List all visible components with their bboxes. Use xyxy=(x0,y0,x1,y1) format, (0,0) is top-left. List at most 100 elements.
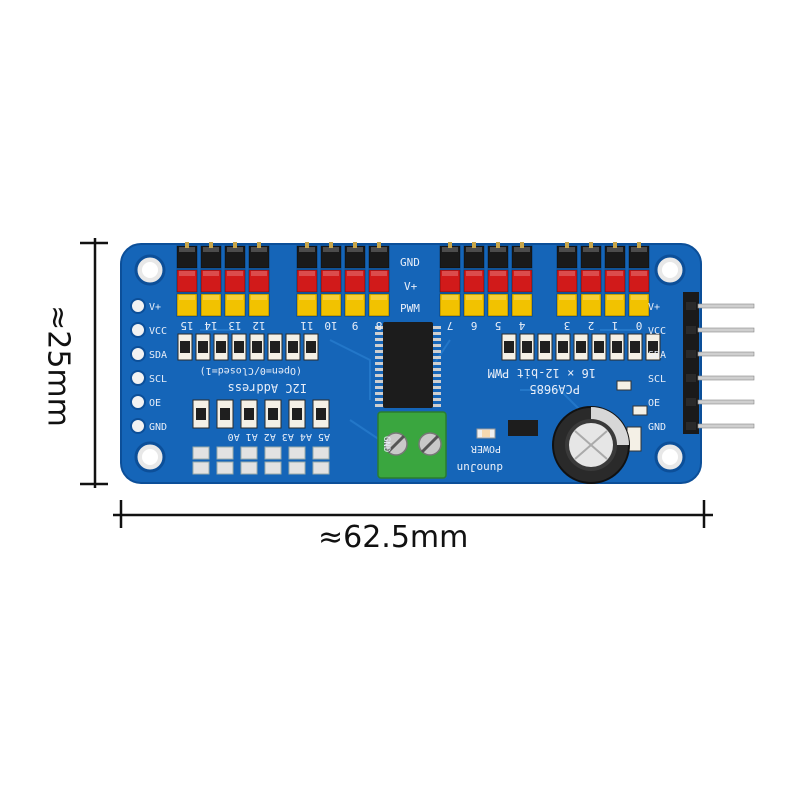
channel-label: 4 xyxy=(518,319,525,332)
header-pin xyxy=(628,242,650,269)
jumper-pad xyxy=(192,446,210,475)
header-pin xyxy=(368,269,390,293)
header-pin xyxy=(556,293,578,317)
channel-label: 2 xyxy=(588,319,595,332)
header-label-vplus: V+ xyxy=(404,280,418,293)
right-pin-label: VCC xyxy=(648,326,666,337)
header-pin xyxy=(224,269,246,293)
smd-resistor xyxy=(177,333,193,361)
channel-label: 1 xyxy=(612,319,619,332)
left-pin-label: SDA xyxy=(149,350,167,361)
i2c-address-note: (Open=0/Closed=1) xyxy=(200,365,302,376)
header-pin xyxy=(248,293,270,317)
header-pin xyxy=(439,293,461,317)
header-pin xyxy=(487,269,509,293)
header-pin xyxy=(556,269,578,293)
right-pin-label: GND xyxy=(648,422,666,433)
header-pin xyxy=(344,242,366,269)
header-pin xyxy=(320,242,342,269)
right-pin-label: SCL xyxy=(648,374,666,385)
header-pin xyxy=(176,269,198,293)
header-pin xyxy=(463,269,485,293)
header-pin xyxy=(320,293,342,317)
electrolytic-capacitor xyxy=(552,406,630,484)
address-jumper-pads xyxy=(192,446,330,475)
left-pin-label: V+ xyxy=(149,302,161,313)
header-pin xyxy=(556,242,578,269)
smd-resistor xyxy=(264,399,282,429)
smd-component xyxy=(508,420,538,436)
terminal-gnd-label: GND xyxy=(381,436,391,452)
header-pin xyxy=(296,242,318,269)
jumper-pad xyxy=(264,446,282,475)
header-pin xyxy=(200,242,222,269)
smd-resistor xyxy=(537,333,553,361)
right-angle-pin xyxy=(686,422,755,430)
header-label-pwm: PWM xyxy=(400,302,420,315)
chip-name: PCA9685 xyxy=(529,382,580,396)
smd-resistor xyxy=(303,333,319,361)
smd-resistor xyxy=(216,399,234,429)
left-pin-label: VCC xyxy=(149,326,167,337)
edge-pad xyxy=(130,370,146,386)
smd-resistor xyxy=(312,399,330,429)
header-pin xyxy=(224,293,246,317)
right-angle-pin xyxy=(686,302,755,310)
edge-pad xyxy=(130,346,146,362)
right-angle-header xyxy=(683,292,755,434)
left-pin-labels: V+ VCC SDA SCL OE GND xyxy=(149,302,167,433)
left-pin-label: GND xyxy=(149,422,167,433)
channel-label: 6 xyxy=(471,319,478,332)
smd-resistor xyxy=(573,333,589,361)
header-pin xyxy=(176,293,198,317)
header-pin xyxy=(200,269,222,293)
header-pin xyxy=(296,293,318,317)
channel-label: 0 xyxy=(636,319,643,332)
header-pin xyxy=(628,269,650,293)
header-pin xyxy=(368,293,390,317)
edge-pad xyxy=(130,298,146,314)
left-pin-label: SCL xyxy=(149,374,167,385)
header-pin xyxy=(248,242,270,269)
header-pin xyxy=(439,242,461,269)
channel-label: 14 xyxy=(204,319,218,332)
address-pins-label: A5 A4 A3 A2 A1 A0 xyxy=(228,431,330,442)
header-pin xyxy=(511,293,533,317)
header-pin xyxy=(487,242,509,269)
smd-resistor xyxy=(249,333,265,361)
header-pin xyxy=(296,269,318,293)
smd-resistor xyxy=(213,333,229,361)
header-pin xyxy=(604,293,626,317)
brand-label: dunoJun xyxy=(457,461,503,474)
header-pin xyxy=(463,242,485,269)
smd-resistor xyxy=(627,333,643,361)
header-pin xyxy=(200,293,222,317)
left-edge-pads xyxy=(130,298,146,434)
channel-label: 5 xyxy=(495,319,502,332)
left-pin-label: OE xyxy=(149,398,161,409)
jumper-pad xyxy=(312,446,330,475)
header-pin xyxy=(368,242,390,269)
channel-label: 3 xyxy=(564,319,571,332)
chip-spec: 16 × 12-bit PWM xyxy=(488,366,596,380)
height-dimension-label: ≈25mm xyxy=(40,305,76,427)
header-pin xyxy=(487,293,509,317)
power-led xyxy=(476,428,496,439)
header-pin xyxy=(511,242,533,269)
channel-label: 13 xyxy=(228,319,241,332)
smd-resistor xyxy=(231,333,247,361)
header-pin xyxy=(604,242,626,269)
header-pin xyxy=(604,269,626,293)
jumper-pad xyxy=(288,446,306,475)
header-pin xyxy=(580,269,602,293)
smd-resistor xyxy=(645,333,661,361)
smd-resistor xyxy=(519,333,535,361)
edge-pad xyxy=(130,322,146,338)
smd-resistor xyxy=(501,333,517,361)
right-angle-pin xyxy=(686,326,755,334)
header-pin xyxy=(580,242,602,269)
header-pin xyxy=(628,293,650,317)
